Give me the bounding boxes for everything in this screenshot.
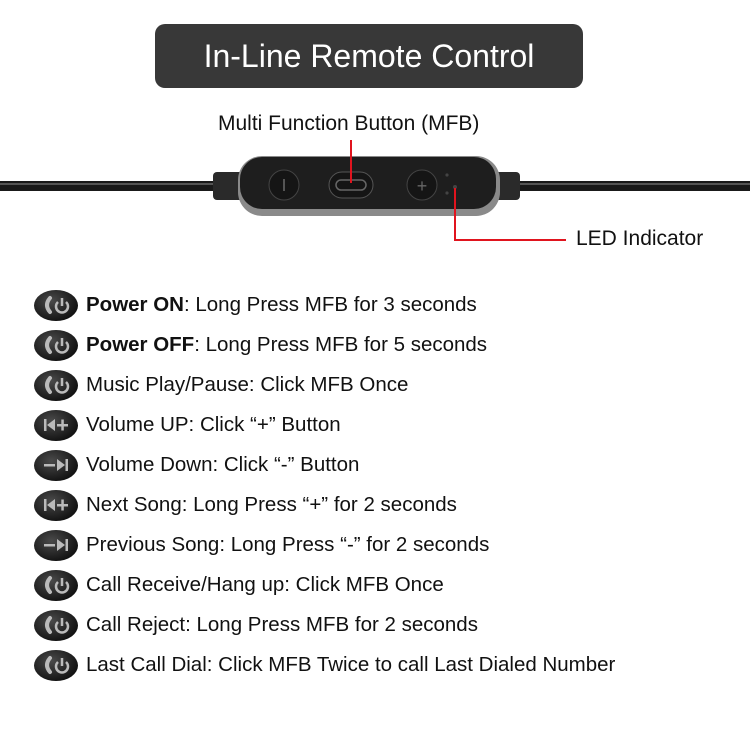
page-title: In-Line Remote Control <box>155 24 583 88</box>
instruction-row: Previous Song: Long Press “-” for 2 seco… <box>34 529 489 561</box>
minus-next-icon <box>34 449 78 481</box>
svg-text:+: + <box>417 176 428 196</box>
instruction-detail: : Long Press MFB for 3 seconds <box>183 293 477 316</box>
call-power-icon <box>34 329 78 361</box>
remote-control-image: + <box>0 140 750 241</box>
instruction-row: Last Call Dial: Click MFB Twice to call … <box>34 649 615 681</box>
instruction-detail: Last Call Dial: Click MFB Twice to call … <box>86 653 616 676</box>
prev-plus-icon <box>34 489 78 521</box>
instruction-detail: Volume UP: Click “+” Button <box>86 413 341 436</box>
instruction-detail: Music Play/Pause: Click MFB Once <box>86 373 409 396</box>
led-label: LED Indicator <box>576 227 704 250</box>
plus-button: + <box>406 169 438 201</box>
instruction-text: Power ON: Long Press MFB for 3 seconds <box>86 293 477 317</box>
call-power-icon <box>34 369 78 401</box>
instruction-text: Volume Down: Click “-” Button <box>86 453 359 477</box>
call-power-icon <box>34 289 78 321</box>
instruction-text: Call Receive/Hang up: Click MFB Once <box>86 573 444 597</box>
instruction-row: Power OFF: Long Press MFB for 5 seconds <box>34 329 487 361</box>
instruction-detail: Next Song: Long Press “+” for 2 seconds <box>86 493 457 516</box>
instruction-row: Music Play/Pause: Click MFB Once <box>34 369 408 401</box>
instruction-text: Power OFF: Long Press MFB for 5 seconds <box>86 333 487 357</box>
instruction-bold: Power OFF <box>86 333 195 356</box>
instruction-detail: Call Reject: Long Press MFB for 2 second… <box>86 613 478 636</box>
instruction-text: Last Call Dial: Click MFB Twice to call … <box>86 653 615 677</box>
instruction-row: Call Receive/Hang up: Click MFB Once <box>34 569 444 601</box>
instruction-row: Volume Down: Click “-” Button <box>34 449 359 481</box>
instruction-bold: Power ON <box>86 293 184 316</box>
prev-plus-icon <box>34 409 78 441</box>
instruction-detail: Previous Song: Long Press “-” for 2 seco… <box>86 533 490 556</box>
call-power-icon <box>34 609 78 641</box>
instruction-detail: Volume Down: Click “-” Button <box>86 453 360 476</box>
instruction-row: Next Song: Long Press “+” for 2 seconds <box>34 489 457 521</box>
call-power-icon <box>34 569 78 601</box>
cable-strain-relief-left <box>213 172 243 200</box>
instruction-text: Music Play/Pause: Click MFB Once <box>86 373 408 397</box>
call-power-icon <box>34 649 78 681</box>
instruction-text: Next Song: Long Press “+” for 2 seconds <box>86 493 457 517</box>
instruction-text: Previous Song: Long Press “-” for 2 seco… <box>86 533 489 557</box>
instruction-row: Call Reject: Long Press MFB for 2 second… <box>34 609 478 641</box>
instruction-detail: : Long Press MFB for 5 seconds <box>194 333 488 356</box>
minus-next-icon <box>34 529 78 561</box>
minus-button <box>268 169 300 201</box>
mfb-label: Multi Function Button (MFB) <box>218 112 480 135</box>
instruction-text: Call Reject: Long Press MFB for 2 second… <box>86 613 478 637</box>
instruction-text: Volume UP: Click “+” Button <box>86 413 341 437</box>
instruction-detail: Call Receive/Hang up: Click MFB Once <box>86 573 444 596</box>
instruction-row: Power ON: Long Press MFB for 3 seconds <box>34 289 477 321</box>
led-pointer-line <box>454 188 566 241</box>
instruction-row: Volume UP: Click “+” Button <box>34 409 341 441</box>
